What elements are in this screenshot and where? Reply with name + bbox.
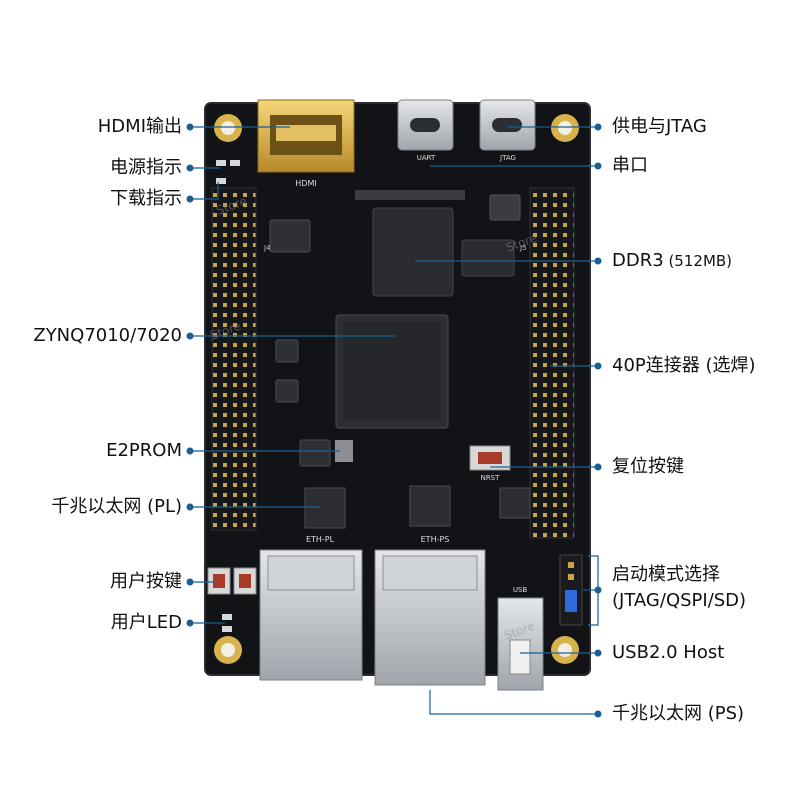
hdmi-silkscreen: HDMI bbox=[295, 179, 316, 188]
callout-dots bbox=[186, 123, 602, 718]
label-eth-pl: 千兆以太网 (PL) bbox=[51, 496, 182, 517]
eth-pl-phy bbox=[304, 487, 346, 529]
e2prom-chip bbox=[335, 440, 353, 462]
label-boot-mode-title: 启动模式选择 bbox=[612, 564, 720, 585]
label-ddr3-main: DDR3 bbox=[612, 250, 664, 271]
label-ddr3: DDR3 (512MB) bbox=[612, 250, 732, 272]
label-reset-button: 复位按键 bbox=[612, 456, 684, 477]
j4-silkscreen: J4 bbox=[263, 244, 271, 252]
ddr3-chip bbox=[372, 207, 454, 297]
eth-pl-silkscreen: ETH-PL bbox=[306, 535, 335, 544]
nrst-silkscreen: NRST bbox=[481, 474, 501, 482]
label-e2prom: E2PROM bbox=[106, 440, 182, 461]
label-zynq: ZYNQ7010/7020 bbox=[33, 325, 182, 346]
right-40p-header bbox=[529, 187, 575, 539]
label-user-led: 用户LED bbox=[110, 612, 182, 633]
label-download-indicator: 下载指示 bbox=[110, 188, 182, 209]
label-boot-mode-options: (JTAG/QSPI/SD) bbox=[612, 590, 747, 611]
label-eth-ps: 千兆以太网 (PS) bbox=[612, 703, 745, 724]
jtag-silkscreen: JTAG bbox=[499, 154, 516, 162]
j5-silkscreen: J5 bbox=[519, 244, 527, 252]
uart-silkscreen: UART bbox=[417, 154, 436, 162]
label-user-keys: 用户按键 bbox=[110, 571, 182, 592]
eth-ps-silkscreen: ETH-PS bbox=[421, 535, 450, 544]
label-40p-connector: 40P连接器 (选焊) bbox=[612, 355, 756, 376]
label-power-jtag: 供电与JTAG bbox=[612, 116, 707, 137]
label-power-indicator: 电源指示 bbox=[110, 157, 182, 178]
label-hdmi-output: HDMI输出 bbox=[97, 116, 182, 137]
label-ddr3-size: (512MB) bbox=[663, 252, 733, 270]
label-uart: 串口 bbox=[612, 155, 648, 176]
eth-ps-phy bbox=[409, 485, 451, 527]
label-boot-mode: 启动模式选择 (JTAG/QSPI/SD) bbox=[612, 562, 746, 614]
label-usb-host: USB2.0 Host bbox=[612, 642, 725, 663]
reset-button bbox=[469, 445, 511, 471]
usb-silkscreen: USB bbox=[513, 586, 528, 594]
left-40p-header bbox=[211, 187, 257, 531]
